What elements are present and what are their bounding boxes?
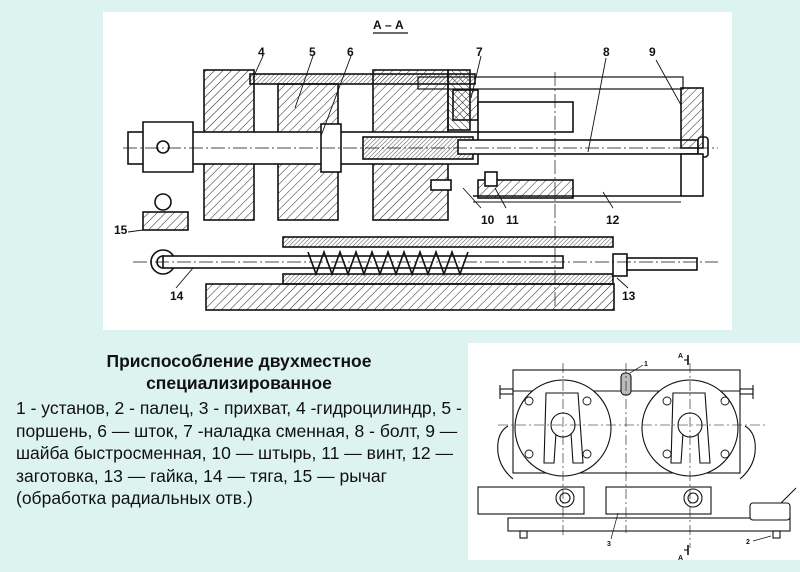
nut (612, 253, 628, 277)
caption-title-line2: специализированное (146, 373, 332, 393)
washer-lower (680, 153, 704, 197)
callout-6: 6 (347, 45, 354, 59)
section-mark-top: А (678, 353, 683, 360)
screw (484, 171, 498, 187)
section-mark-bottom: А (678, 555, 683, 560)
caption-title: Приспособление двухместное специализиров… (16, 350, 462, 394)
bolt (457, 139, 699, 155)
callout-12: 12 (606, 213, 620, 227)
callout-7: 7 (476, 45, 483, 59)
spring (307, 249, 469, 277)
callout-13: 13 (622, 289, 636, 303)
workpiece (417, 76, 684, 90)
pin-2 (772, 530, 781, 539)
clamp-jaw (477, 101, 574, 133)
clamp-left (477, 486, 585, 515)
spring-housing-top (282, 236, 614, 248)
caption-title-line1: Приспособление двухместное (106, 351, 372, 371)
callout-15: 15 (114, 223, 128, 237)
base (507, 517, 791, 532)
callout-4: 4 (258, 45, 265, 59)
callout-9: 9 (649, 45, 656, 59)
callout-2: 2 (746, 539, 750, 546)
callout-5: 5 (309, 45, 316, 59)
quick-change-washer (680, 87, 704, 149)
base-plate (205, 283, 615, 311)
section-view-svg: А – А (114, 18, 718, 312)
callout-8: 8 (603, 45, 610, 59)
callout-1: 1 (644, 361, 648, 368)
lever (142, 211, 189, 231)
callout-3: 3 (607, 541, 611, 548)
section-label: А – А (373, 18, 404, 32)
callout-10: 10 (481, 213, 495, 227)
valve (749, 502, 791, 521)
clamp-right (605, 486, 712, 515)
front-view-drawing: А А 1 2 3 (468, 343, 800, 560)
hydraulic-cylinder-tube (249, 73, 476, 85)
parts-legend: 1 - установ, 2 - палец, 3 - прихват, 4 -… (16, 398, 462, 508)
replaceable-insert (452, 89, 479, 121)
support-plate (477, 179, 574, 199)
front-view-svg: А А 1 2 3 (477, 353, 797, 560)
caption: Приспособление двухместное специализиров… (16, 350, 462, 510)
pin (430, 179, 452, 191)
callout-14: 14 (170, 289, 184, 303)
section-view-drawing: А – А (103, 12, 732, 330)
spring-housing-bottom (282, 273, 614, 285)
callout-11: 11 (506, 213, 519, 227)
